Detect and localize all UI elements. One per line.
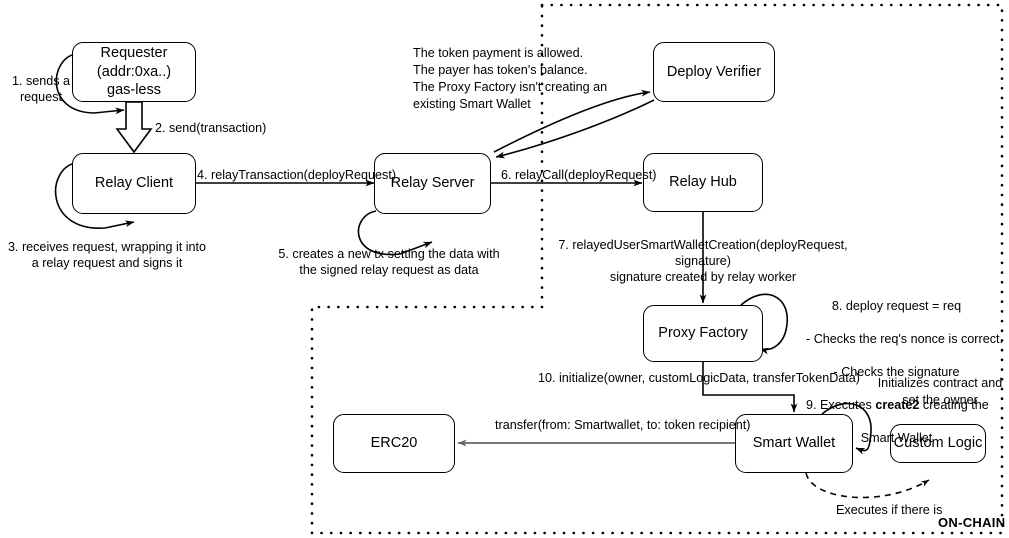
node-smart-wallet[interactable]: Smart Wallet	[735, 414, 853, 473]
edge-verifier-in	[495, 99, 655, 159]
annotation-line-9-prefix: 9. Executes	[806, 398, 876, 413]
edge-relayserver-self	[357, 210, 433, 256]
onchain-boundary	[310, 3, 1004, 535]
annotation-line-nonce: - Checks the req's nonce is correct.	[806, 331, 1003, 346]
edge-initialize	[702, 362, 798, 413]
edge-send-transaction-block	[115, 101, 153, 154]
annotation-proxy-factory-checks: 8. deploy request = req - Checks the req…	[792, 281, 1003, 464]
edge-label-transfer: transfer(from: Smartwallet, to: token re…	[495, 418, 751, 432]
edge-relayclient-self	[54, 162, 135, 229]
annotation-line-9-suffix: creating the	[919, 398, 989, 413]
edge-label-1-sends-request: 1. sends a request	[11, 74, 71, 104]
annotation-create2-keyword: create2	[875, 398, 920, 413]
node-erc20-label: ERC20	[370, 435, 418, 452]
annotation-line-signature: - Checks the signature	[833, 365, 960, 380]
node-relay-server[interactable]: Relay Server	[374, 153, 491, 214]
edge-executes-customlogic	[805, 472, 930, 499]
node-requester[interactable]: Requester (addr:0xa..) gas-less	[72, 42, 196, 102]
node-custom-logic[interactable]: Custom Logic	[890, 424, 986, 463]
edge-label-3-receives-request: 3. receives request, wrapping it into a …	[7, 240, 207, 270]
node-smart-wallet-label: Smart Wallet	[752, 435, 836, 452]
annotation-line-smart-wallet: Smart Wallet	[860, 431, 933, 446]
edge-verifier-out	[493, 89, 651, 153]
edge-label-5-creates-new-tx: 5. creates a new tx setting the data wit…	[278, 247, 500, 277]
onchain-label: ON-CHAIN	[938, 515, 1006, 530]
annotation-verifier-conditions: The token payment is allowed. The payer …	[413, 46, 608, 112]
node-requester-label: Requester (addr:0xa..) gas-less	[96, 45, 172, 99]
node-deploy-verifier-label: Deploy Verifier	[666, 63, 762, 80]
edge-proxyfactory-self	[740, 293, 788, 355]
annotation-custom-logic-note: Initializes contract and set the owner	[877, 376, 1003, 407]
node-proxy-factory[interactable]: Proxy Factory	[643, 305, 763, 362]
edge-label-6-relaycall: 6. relayCall(deployRequest)	[501, 168, 657, 182]
annotation-line-8: 8. deploy request = req	[831, 298, 962, 313]
node-relay-hub-label: Relay Hub	[669, 174, 737, 191]
edge-label-executes-if-there-is: Executes if there is	[836, 503, 943, 517]
edge-requester-self	[55, 53, 125, 115]
edge-label-2-send-transaction: 2. send(transaction)	[155, 121, 267, 135]
edge-label-7-relayedusersmartwalletcreation: 7. relayedUserSmartWalletCreation(deploy…	[558, 238, 848, 284]
node-relay-client-label: Relay Client	[94, 175, 174, 192]
node-relay-hub[interactable]: Relay Hub	[643, 153, 763, 212]
node-relay-server-label: Relay Server	[390, 175, 475, 192]
node-deploy-verifier[interactable]: Deploy Verifier	[653, 42, 775, 102]
node-custom-logic-label: Custom Logic	[893, 435, 983, 452]
edge-label-10-initialize: 10. initialize(owner, customLogicData, t…	[538, 371, 860, 385]
edge-label-4-relaytransaction: 4. relayTransaction(deployRequest)	[197, 168, 397, 182]
node-erc20[interactable]: ERC20	[333, 414, 455, 473]
node-relay-client[interactable]: Relay Client	[72, 153, 196, 214]
edge-smartwallet-self	[821, 402, 872, 455]
node-proxy-factory-label: Proxy Factory	[658, 325, 748, 342]
